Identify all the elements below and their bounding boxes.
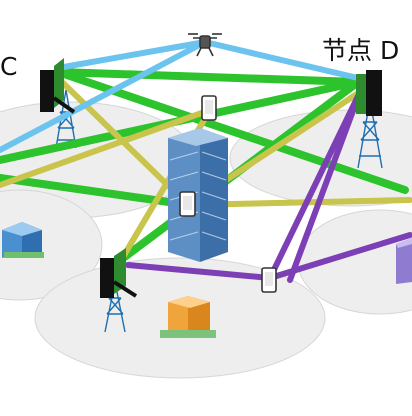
node-d-label: 节点 D — [322, 36, 400, 65]
blue-links — [0, 39, 361, 153]
antenna-bottom — [100, 248, 138, 298]
antenna-d — [356, 70, 382, 116]
phone-relay-top — [201, 95, 217, 121]
link-relay-d — [267, 89, 363, 281]
link-left-top — [0, 107, 213, 188]
tower-right — [357, 99, 383, 169]
cell-bottom-left — [0, 189, 103, 301]
link-bottom-relay — [125, 262, 273, 281]
building-right — [396, 238, 412, 284]
link-drone-left — [0, 39, 208, 153]
building-center — [168, 128, 228, 262]
link-d-down — [287, 89, 363, 283]
node-c-label: C — [0, 52, 18, 81]
drone-icon — [188, 33, 222, 57]
antenna-c — [40, 58, 76, 114]
link-drone-c — [55, 39, 208, 71]
link-drone-d — [202, 39, 361, 81]
phone-relay-bottom — [261, 267, 277, 293]
building-bottom — [160, 296, 216, 338]
tower-bottom — [104, 281, 126, 333]
purple-links — [125, 89, 412, 283]
link-c-d — [54, 68, 362, 86]
phone-relay-center — [179, 191, 196, 217]
building-left — [2, 222, 44, 258]
